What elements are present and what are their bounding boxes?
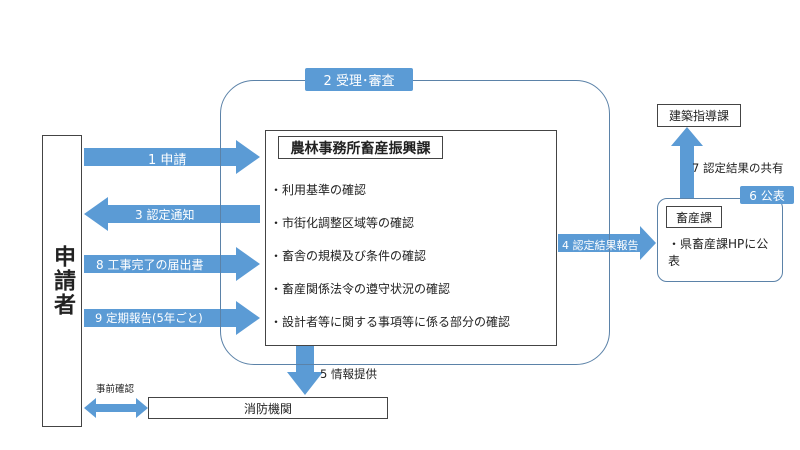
- check-item: ・設計者等に関する事項等に係る部分の確認: [270, 315, 511, 329]
- check-item: ・畜産関係法令の遵守状況の確認: [270, 282, 451, 296]
- arrow-application: [84, 140, 260, 174]
- arrow-prior-consult: [84, 398, 148, 418]
- arrow-label-result-report: 4 認定結果報告: [562, 239, 639, 252]
- arrow-label-completion: 8 工事完了の届出書: [96, 258, 204, 272]
- arrow-label-notice: 3 認定通知: [135, 208, 195, 222]
- livestock-division-title: 畜産課: [666, 206, 722, 228]
- review-area: [220, 80, 610, 365]
- building-guidance-box: 建築指導課: [657, 104, 741, 127]
- arrow-result-report: [558, 226, 656, 260]
- arrow-label-periodic: 9 定期報告(5年ごと): [95, 311, 203, 325]
- main-office-box: [265, 130, 557, 346]
- review-tag: 2 受理･審査: [305, 68, 413, 91]
- check-item: ・利用基準の確認: [270, 183, 367, 197]
- check-item: ・市街化調整区域等の確認: [270, 216, 415, 230]
- arrow-periodic-report: [84, 301, 260, 335]
- applicant-label: 申請者: [50, 245, 75, 317]
- fire-department-box: 消防機関: [148, 397, 388, 419]
- check-item: ・畜舎の規模及び条件の確認: [270, 249, 427, 263]
- main-office-title: 農林事務所畜産振興課: [278, 136, 443, 159]
- share-result-label: 7 認定結果の共有: [692, 161, 784, 175]
- applicant-box: 申請者: [42, 135, 82, 427]
- info-provision-label: 5 情報提供: [320, 367, 377, 381]
- livestock-division-item: ・県畜産課HPに公表: [668, 237, 769, 268]
- publish-tag: 6 公表: [740, 186, 794, 204]
- arrow-certification-notice: [84, 197, 260, 231]
- arrow-label-application: 1 申請: [148, 153, 187, 168]
- arrow-share-result: [671, 127, 703, 198]
- prior-consult-label: 事前確認: [96, 384, 135, 395]
- arrow-info-provision: [287, 346, 323, 395]
- arrow-completion-report: [84, 247, 260, 281]
